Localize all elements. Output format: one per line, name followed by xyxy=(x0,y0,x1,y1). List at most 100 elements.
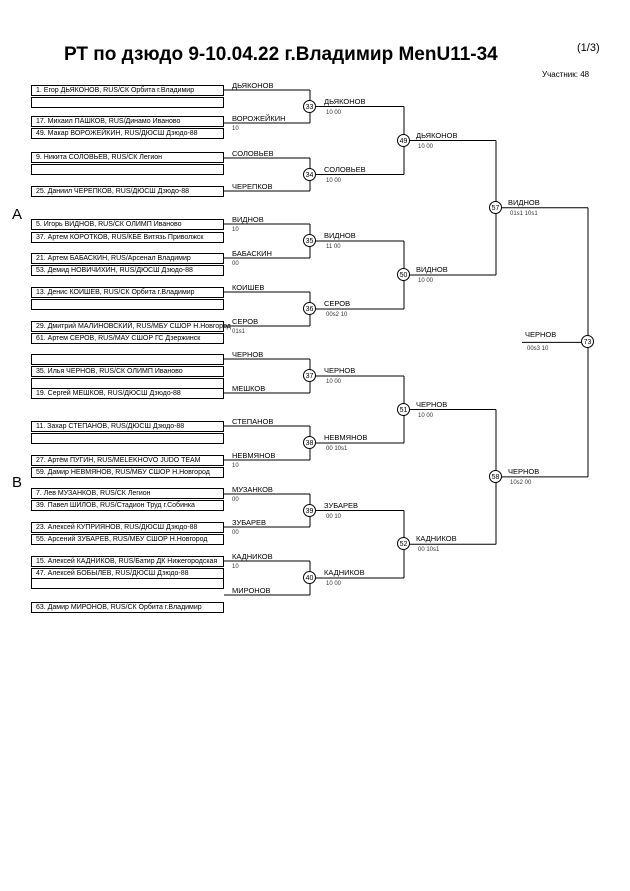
match-number: 37 xyxy=(303,369,316,382)
final-score: 00s3 10 xyxy=(527,346,549,353)
match-number: 34 xyxy=(303,167,316,181)
entry-slot xyxy=(31,287,224,298)
r4-winner: ЧЕРНОВ xyxy=(508,466,540,476)
entry-slot xyxy=(31,116,224,127)
r1-winner: ЗУБАРЕВ xyxy=(232,518,266,527)
r2-score: 10 00 xyxy=(326,379,342,385)
entry-slot xyxy=(31,97,224,108)
r3-score: 00 10s1 xyxy=(418,547,440,554)
r1-winner: МЕШКОВ xyxy=(232,384,266,393)
r2-score: 10 00 xyxy=(326,109,342,116)
entry-slot xyxy=(31,232,224,243)
r1-winner: МУЗАНКОВ xyxy=(232,485,273,494)
entry-name: 53. Демид НОВИЧИХИН, RUS/ДЮСШ Дзюдо-88 xyxy=(36,267,193,274)
r2-winner: ДЬЯКОНОВ xyxy=(324,96,366,106)
r1-winner: КАДНИКОВ xyxy=(232,552,273,561)
entry-slot xyxy=(31,265,224,276)
r1-score: 00 xyxy=(232,530,239,536)
entry-slot xyxy=(31,578,224,589)
page-title: РТ по дзюдо 9-10.04.22 г.Владимир MenU11… xyxy=(64,44,498,65)
entry-slot xyxy=(31,522,224,533)
final-winner: ЧЕРНОВ xyxy=(525,330,557,340)
entry-name: 39. Павел ШИЛОВ, RUS/Стадион Труд г.Соби… xyxy=(36,502,195,509)
entry-name: 23. Алексей КУПРИЯНОВ, RUS/ДЮСШ Дзюдо-88 xyxy=(36,524,198,531)
entry-slot xyxy=(31,321,224,332)
r1-score: 10 xyxy=(232,126,239,132)
match-number: 50 xyxy=(397,268,410,281)
entry-name: 1. Егор ДЬЯКОНОВ, RUS/СК Орбита г.Владим… xyxy=(36,87,195,94)
entry-slot xyxy=(31,388,224,399)
r1-winner: МИРОНОВ xyxy=(232,586,271,595)
entry-slot xyxy=(31,602,224,613)
r2-winner: КАДНИКОВ xyxy=(324,568,365,577)
r2-score: 00s2 10 xyxy=(326,312,348,318)
match-number: 39 xyxy=(303,503,316,517)
entry-name: 29. Дмитрий МАЛИНОВСКИЙ, RUS/МБУ СШОР Н.… xyxy=(36,323,231,330)
r2-score: 00 10 xyxy=(326,513,342,520)
entry-name: 13. Денис КОИШЕВ, RUS/СК Орбита г.Владим… xyxy=(36,289,195,296)
r1-score: 10 xyxy=(232,227,239,233)
r3-score: 10 00 xyxy=(418,143,434,150)
entry-name: 35. Илья ЧЕРНОВ, RUS/СК ОЛИМП Иваново xyxy=(36,368,183,375)
entry-name: 15. Алексей КАДНИКОВ, RUS/Батир ДК Нижег… xyxy=(36,558,218,565)
entry-slot xyxy=(31,299,224,310)
entry-slot xyxy=(31,433,224,444)
r1-winner: ЧЕРНОВ xyxy=(232,350,264,359)
r1-winner: НЕВМЯНОВ xyxy=(232,451,276,460)
entry-slot xyxy=(31,333,224,344)
r2-score: 11 00 xyxy=(326,244,341,250)
participant-count: Участник: 48 xyxy=(542,70,590,79)
entry-name: 59. Дамир НЕВМЯНОВ, RUS/МБУ СШОР Н.Новго… xyxy=(36,469,210,476)
r1-winner: СОЛОВЬЕВ xyxy=(232,149,274,158)
entry-name: 9. Никита СОЛОВЬЕВ, RUS/СК Легион xyxy=(36,154,162,161)
r3-winner: ДЬЯКОНОВ xyxy=(416,130,458,140)
r1-score: 00 xyxy=(232,261,239,267)
entry-slot xyxy=(31,488,224,499)
r2-winner: СЕРОВ xyxy=(324,299,351,308)
entry-slot xyxy=(31,219,224,230)
entry-name: 61. Артем СЕРОВ, RUS/МАУ СШОР ГС Дзержин… xyxy=(36,335,201,342)
entry-name: 63. Дамир МИРОНОВ, RUS/СК Орбита г.Влади… xyxy=(36,604,202,611)
pool-label-a: A xyxy=(12,206,23,223)
entry-name: 5. Игорь ВИДНОВ, RUS/СК ОЛИМП Иваново xyxy=(36,221,182,228)
entry-name: 37. Артем КОРОТКОВ, RUS/КБЕ Витязь Приво… xyxy=(36,234,204,241)
entry-slot xyxy=(31,164,224,175)
page-indicator: (1/3) xyxy=(577,42,600,54)
entry-slot xyxy=(31,85,224,96)
r2-winner: ВИДНОВ xyxy=(324,231,356,240)
r1-winner: ВИДНОВ xyxy=(232,215,264,224)
r2-score: 10 00 xyxy=(326,177,342,184)
match-number: 35 xyxy=(303,234,316,247)
r3-winner: КАДНИКОВ xyxy=(416,534,457,544)
entry-name: 27. Артём ПУГИН, RUS/MELEKHOVO JUDO TEAM xyxy=(36,457,201,464)
entry-slot xyxy=(31,354,224,365)
r1-winner: КОИШЕВ xyxy=(232,283,265,292)
entry-slot xyxy=(31,534,224,545)
entry-slot xyxy=(31,556,224,567)
entry-slot xyxy=(31,128,224,139)
r4-score: 01s1 10s1 xyxy=(510,210,538,217)
match-number: 38 xyxy=(303,436,316,449)
entry-name: 21. Артем БАБАСКИН, RUS/Арсенал Владимир xyxy=(36,255,191,262)
r2-winner: НЕВМЯНОВ xyxy=(324,433,368,442)
r1-winner: БАБАСКИН xyxy=(232,249,272,258)
entry-slot xyxy=(31,500,224,511)
entry-name: 19. Сергей МЕШКОВ, RUS/ДЮСШ Дзюдо-88 xyxy=(36,390,181,397)
entry-slot xyxy=(31,186,224,197)
r4-score: 10s2 00 xyxy=(510,479,532,486)
r1-winner: ВОРОЖЕЙКИН xyxy=(232,114,286,123)
match-number: 36 xyxy=(303,302,316,315)
entry-slot xyxy=(31,253,224,264)
r1-winner: СТЕПАНОВ xyxy=(232,417,274,426)
entry-name: 7. Лев МУЗАНКОВ, RUS/СК Легион xyxy=(36,490,151,497)
entry-slot xyxy=(31,455,224,466)
match-number: 73 xyxy=(581,335,594,349)
entry-slot xyxy=(31,467,224,478)
r3-winner: ЧЕРНОВ xyxy=(416,399,448,409)
r3-score: 10 00 xyxy=(418,278,434,284)
entry-name: 17. Михаил ПАШКОВ, RUS/Динамо Иваново xyxy=(36,118,181,125)
r1-winner: СЕРОВ xyxy=(232,317,259,326)
match-number: 49 xyxy=(397,133,410,147)
match-number: 52 xyxy=(397,537,410,551)
r2-winner: ЧЕРНОВ xyxy=(324,366,356,375)
